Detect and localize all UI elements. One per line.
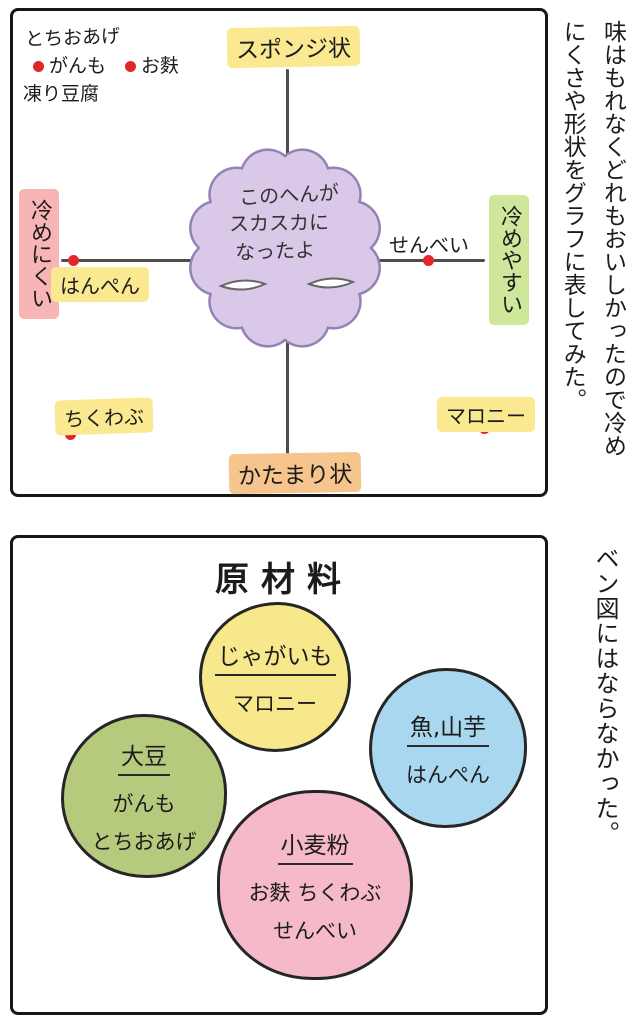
group-member: とちおあげ <box>91 829 197 854</box>
lens-doodle-right <box>306 277 356 289</box>
point-label-senbei: せんべい <box>389 233 469 257</box>
group-member: はんぺん <box>406 762 490 787</box>
group-member: お麩 ちくわぶ <box>248 880 382 905</box>
group-name-fish-yam: 魚,山芋 <box>406 708 490 747</box>
group-name-wheat: 小麦粉 <box>277 826 353 865</box>
panel1-narration: 味はもれなくどれもおいしかったので冷めにくさや形状をグラフに表してみた。 <box>559 20 626 457</box>
data-point-ganmo <box>33 61 44 72</box>
point-label-maroni: マロニー <box>437 397 535 432</box>
group-name-potato: じゃがいも <box>214 637 336 676</box>
blob-annotation-line3: なったよ <box>234 237 316 265</box>
blob-annotation-line2: スカスカに <box>228 210 330 236</box>
axis-label-sponge: スポンジ状 <box>226 25 361 69</box>
group-circle-soybean: 大豆 がんも とちおあげ <box>61 714 227 878</box>
group-circle-wheat: 小麦粉 お麩 ちくわぶ せんべい <box>217 790 413 980</box>
data-point-hanpen <box>68 255 79 266</box>
data-point-senbei <box>423 255 434 266</box>
ingredients-panel: 原材料 じゃがいも マロニー 魚,山芋 はんぺん 大豆 がんも とちおあげ 小麦… <box>10 535 548 1015</box>
point-label-koridofu: 凍り豆腐 <box>23 83 100 105</box>
axis-label-cools-quickly: 冷めやすい <box>489 195 529 325</box>
hollow-center-blob <box>189 148 381 348</box>
graph-panel: このへんが スカスカに なったよ スポンジ状 かたまり状 冷めにくい 冷めやすい… <box>10 8 548 497</box>
group-circle-fish-yam: 魚,山芋 はんぺん <box>369 668 527 828</box>
group-circle-potato: じゃがいも マロニー <box>199 602 351 752</box>
lens-doodle-left <box>218 279 268 291</box>
group-member: マロニー <box>233 691 317 716</box>
point-label-ganmo: がんも <box>49 55 107 77</box>
group-member: がんも <box>112 791 176 816</box>
panel2-title: 原材料 <box>215 560 353 600</box>
axis-label-lump: かたまり状 <box>228 451 362 495</box>
point-label-tochioage: とちおあげ <box>24 25 121 51</box>
group-name-soybean: 大豆 <box>118 737 170 776</box>
axis-label-cools-slowly: 冷めにくい <box>19 189 59 319</box>
point-label-hanpen: はんぺん <box>51 267 149 302</box>
point-label-chikuwabu: ちくわぶ <box>54 397 154 436</box>
blob-outline <box>189 148 381 348</box>
data-point-ofu <box>125 61 136 72</box>
panel2-narration: ベン図にはならなかった。 <box>591 546 619 846</box>
group-member: せんべい <box>273 918 357 943</box>
point-label-ofu: お麩 <box>141 55 180 77</box>
